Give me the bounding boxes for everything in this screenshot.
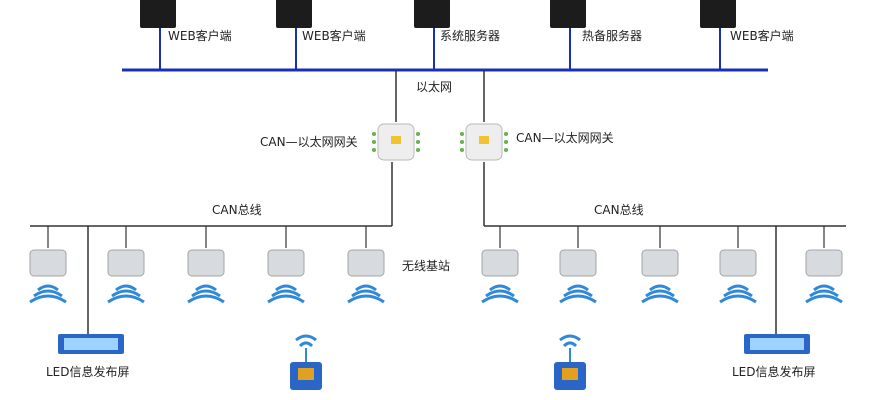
led-screen-label-2: LED信息发布屏 <box>732 364 816 379</box>
workstation-5 <box>700 0 736 70</box>
gateway-1 <box>372 123 420 161</box>
wifi-icon <box>567 284 589 292</box>
gateway-label-2: CAN—以太网网关 <box>516 130 614 145</box>
workstation-label-3: 系统服务器 <box>440 28 500 43</box>
can-bus-label-2: CAN总线 <box>594 203 644 217</box>
workstation-1 <box>140 0 176 70</box>
wifi-icon <box>115 284 137 292</box>
base-station-7 <box>559 226 597 304</box>
workstation-2 <box>276 0 312 70</box>
led-screen-1 <box>58 334 124 354</box>
gateway-2 <box>460 123 508 161</box>
base-station-icon <box>347 249 385 277</box>
base-station-label: 无线基站 <box>402 259 450 273</box>
base-station-6 <box>481 226 519 304</box>
base-station-4 <box>267 226 305 304</box>
monitor-icon <box>700 0 736 28</box>
base-station-2 <box>107 226 145 304</box>
workstation-label-5: WEB客户端 <box>730 28 794 43</box>
workstation-3 <box>414 0 450 70</box>
workstation-4 <box>550 0 586 70</box>
wifi-icon <box>727 284 749 292</box>
wifi-icon <box>649 284 671 292</box>
wifi-icon <box>813 284 835 292</box>
wifi-icon <box>355 284 377 292</box>
monitor-icon <box>140 0 176 28</box>
base-station-10 <box>805 226 843 304</box>
workstation-label-2: WEB客户端 <box>302 28 366 43</box>
wifi-icon <box>195 284 217 292</box>
wifi-icon <box>298 341 314 348</box>
wireless-tag-1 <box>290 334 322 390</box>
base-station-icon <box>267 249 305 277</box>
base-station-8 <box>641 226 679 304</box>
base-station-icon <box>641 249 679 277</box>
can-bus-label-1: CAN总线 <box>212 203 262 217</box>
base-station-icon <box>481 249 519 277</box>
wireless-tag-2 <box>554 334 586 390</box>
workstation-label-4: 热备服务器 <box>582 28 642 43</box>
workstation-label-1: WEB客户端 <box>168 28 232 43</box>
base-station-icon <box>719 249 757 277</box>
led-screen-2 <box>744 334 810 354</box>
gateway-label-1: CAN—以太网网关 <box>260 134 358 149</box>
monitor-icon <box>276 0 312 28</box>
server-icon <box>414 0 450 28</box>
base-station-5 <box>347 226 385 304</box>
base-station-icon <box>187 249 225 277</box>
base-station-9 <box>719 226 757 304</box>
wifi-icon <box>562 341 578 348</box>
led-screen-label-1: LED信息发布屏 <box>46 364 130 379</box>
base-station-icon <box>107 249 145 277</box>
base-station-icon <box>29 249 67 277</box>
wifi-icon <box>275 284 297 292</box>
base-station-icon <box>559 249 597 277</box>
base-station-icon <box>805 249 843 277</box>
wifi-icon <box>37 284 59 292</box>
ethernet-label: 以太网 <box>416 79 452 94</box>
wifi-icon <box>489 284 511 292</box>
base-station-1 <box>29 226 67 304</box>
server-icon <box>550 0 586 28</box>
base-station-3 <box>187 226 225 304</box>
